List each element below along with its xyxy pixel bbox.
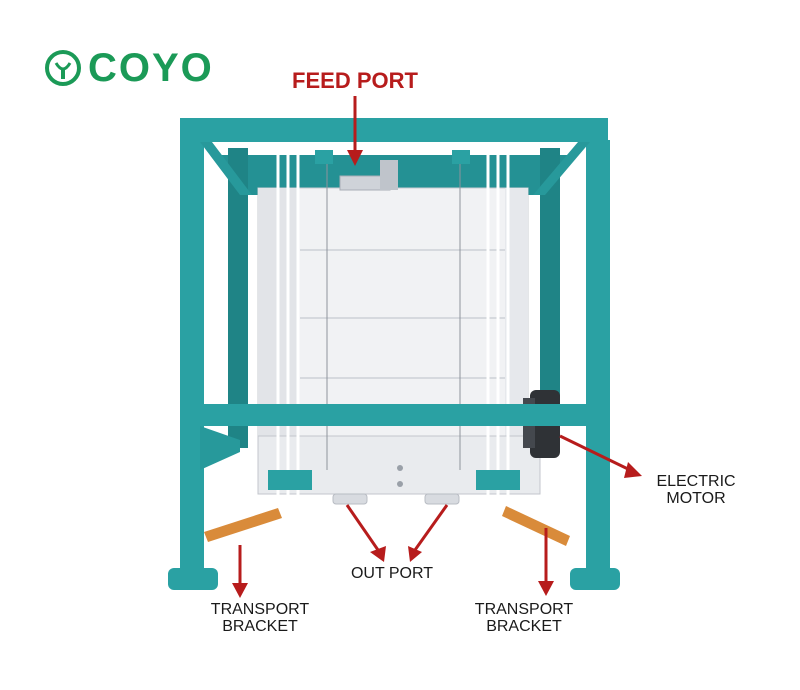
label-electric-motor-line2: MOTOR [666, 489, 726, 507]
label-electric-motor-line1: ELECTRIC [656, 473, 736, 490]
suspension-rods [276, 140, 510, 500]
frame-front [168, 118, 620, 590]
label-out-port: OUT PORT [350, 565, 434, 582]
label-transport-left-line2: BRACKET [222, 617, 298, 635]
coyo-logo-icon [45, 50, 81, 86]
transport-brackets [204, 506, 570, 546]
label-transport-right-line1: TRANSPORT [474, 601, 574, 618]
label-transport-bracket-right: TRANSPORT BRACKET [460, 601, 588, 636]
label-transport-left-line1: TRANSPORT [210, 601, 310, 618]
rod-clamps [268, 150, 520, 490]
label-transport-bracket-left: TRANSPORT BRACKET [196, 601, 324, 636]
coyo-logo: COYO [44, 46, 214, 90]
annotation-arrows [232, 96, 642, 598]
label-feed-port: FEED PORT [292, 68, 418, 93]
logo-text: COYO [88, 45, 214, 90]
label-transport-right-line2: BRACKET [486, 617, 562, 635]
label-electric-motor: ELECTRIC MOTOR [640, 473, 752, 508]
